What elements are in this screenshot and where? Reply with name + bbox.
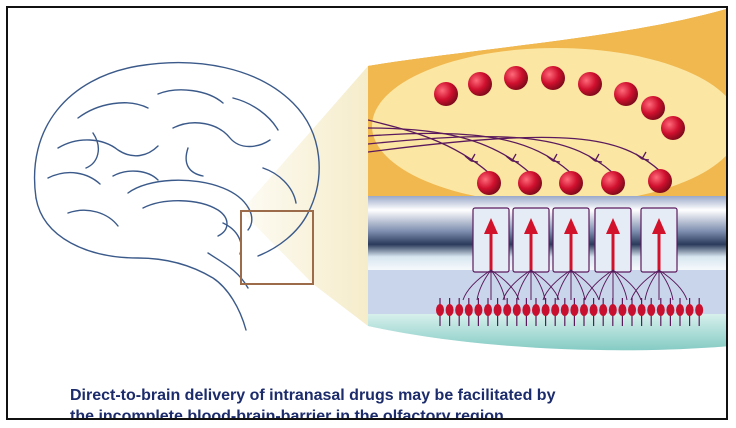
glomerulus-cell [477, 171, 501, 195]
olfactory-bulb-neuron [661, 116, 685, 140]
figure-frame: Direct-to-brain delivery of intranasal d… [6, 6, 728, 420]
receptor-cell [609, 304, 617, 316]
mucus-layer [368, 314, 728, 354]
caption-line-2: the incomplete blood-brain-barrier in th… [70, 406, 728, 420]
caption-line-1: Direct-to-brain delivery of intranasal d… [70, 385, 728, 406]
receptor-cell [455, 304, 463, 316]
figure-caption: Direct-to-brain delivery of intranasal d… [70, 385, 728, 420]
receptor-cell [599, 304, 607, 316]
receptor-cell [686, 304, 694, 316]
receptor-cell [590, 304, 598, 316]
receptor-cell [657, 304, 665, 316]
glomerulus-cell [648, 169, 672, 193]
olfactory-bulb-neuron [504, 66, 528, 90]
olfactory-panel [368, 8, 728, 354]
receptor-cell [465, 304, 473, 316]
olfactory-bulb-neuron [434, 82, 458, 106]
receptor-cell [551, 304, 559, 316]
receptor-cell [513, 304, 521, 316]
receptor-cell [503, 304, 511, 316]
olfactory-bulb-neuron [578, 72, 602, 96]
receptor-cell [666, 304, 674, 316]
receptor-cell [676, 304, 684, 316]
receptor-cell [638, 304, 646, 316]
receptor-cell [474, 304, 482, 316]
receptor-cell [522, 304, 530, 316]
receptor-cell [570, 304, 578, 316]
receptor-cell [561, 304, 569, 316]
olfactory-bulb-neuron [468, 72, 492, 96]
glomerulus-cell [559, 171, 583, 195]
olfactory-diagram [8, 8, 728, 378]
glomerulus-cell [518, 171, 542, 195]
receptor-cell [446, 304, 454, 316]
receptor-cell [484, 304, 492, 316]
glomerulus-cell [601, 171, 625, 195]
olfactory-bulb-neuron [614, 82, 638, 106]
receptor-cell [542, 304, 550, 316]
receptor-cell [532, 304, 540, 316]
receptor-cell [436, 304, 444, 316]
receptor-cell [647, 304, 655, 316]
magnification-beam [241, 66, 368, 326]
receptor-cell [494, 304, 502, 316]
receptor-cell [618, 304, 626, 316]
receptor-cell [695, 304, 703, 316]
olfactory-bulb-neuron [641, 96, 665, 120]
olfactory-bulb-neuron [541, 66, 565, 90]
receptor-cell [628, 304, 636, 316]
receptor-cell [580, 304, 588, 316]
